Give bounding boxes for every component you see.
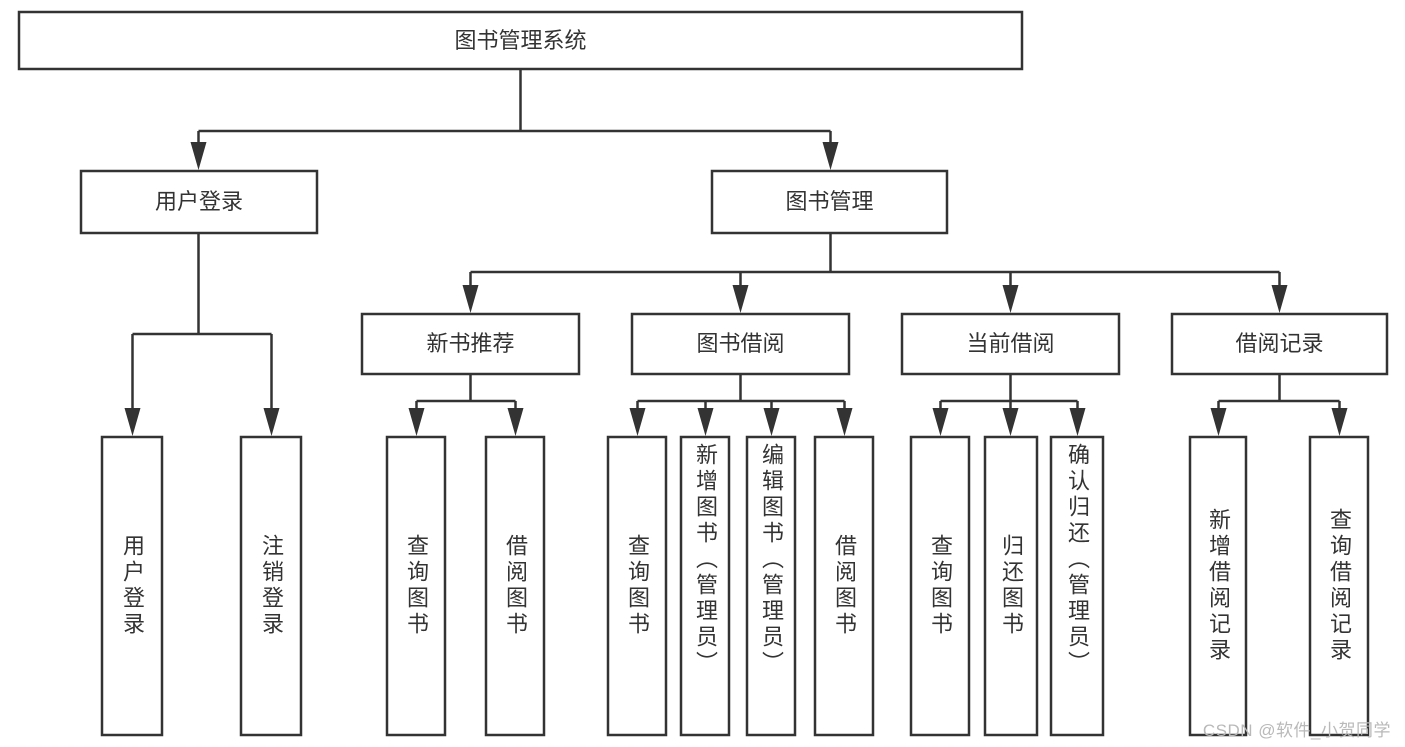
new-book-recommend-box[interactable]: [360, 312, 581, 376]
arrowhead-new-book-rec: [462, 285, 479, 313]
node-root[interactable]: 图书管理系统: [17, 10, 1024, 71]
connectors-book-borrow-to-leaves: [629, 374, 853, 436]
book-management-box[interactable]: [710, 169, 949, 235]
connectors-new-book-rec-to-leaves: [408, 374, 524, 436]
leaf-box-bb-add-book[interactable]: [679, 435, 731, 737]
current-borrow-label: 当前借阅: [966, 331, 1054, 356]
leaf-box-cb-return-book[interactable]: [983, 435, 1039, 737]
connectors-book-mgmt-to-level3: [462, 233, 1288, 313]
arrowhead-leaf-cb-confirm: [1069, 408, 1086, 436]
leaf-box-bb-query-book[interactable]: [606, 435, 668, 737]
arrowhead-leaf-bb-borrow: [836, 408, 853, 436]
arrowhead-current-borrow: [1002, 285, 1019, 313]
leaf-box-cb-query-book[interactable]: [909, 435, 971, 737]
leaf-box-cb-confirm-return[interactable]: [1049, 435, 1105, 737]
arrowhead-leaf-user-login: [124, 408, 141, 436]
node-new-book-recommend[interactable]: 新书推荐: [360, 312, 581, 376]
connectors-current-borrow-to-leaves: [932, 374, 1086, 436]
arrowhead-book-mgmt: [822, 142, 839, 170]
book-management-label: 图书管理: [785, 189, 873, 214]
book-borrow-box[interactable]: [630, 312, 851, 376]
arrowhead-user-login: [190, 142, 207, 170]
leaf-box-bb-edit-book[interactable]: [745, 435, 797, 737]
arrowhead-leaf-cb-return: [1002, 408, 1019, 436]
leaf-box-logout[interactable]: [239, 435, 303, 737]
arrowhead-leaf-logout: [263, 408, 280, 436]
leaf-box-br-query-record[interactable]: [1308, 435, 1370, 737]
connectors-user-login-to-leaves: [124, 233, 280, 436]
borrow-record-label: 借阅记录: [1235, 331, 1323, 356]
arrowhead-leaf-br-query: [1331, 408, 1348, 436]
node-current-borrow[interactable]: 当前借阅: [900, 312, 1121, 376]
leaf-box-nbr-query-book[interactable]: [385, 435, 447, 737]
leaf-box-nbr-borrow-book[interactable]: [484, 435, 546, 737]
node-book-management[interactable]: 图书管理: [710, 169, 949, 235]
connectors-borrow-record-to-leaves: [1210, 374, 1348, 436]
leaf-box-br-add-record[interactable]: [1188, 435, 1248, 737]
borrow-record-box[interactable]: [1170, 312, 1389, 376]
arrowhead-borrow-record: [1271, 285, 1288, 313]
root-label: 图书管理系统: [454, 28, 586, 53]
book-borrow-label: 图书借阅: [696, 331, 784, 356]
arrowhead-leaf-bb-edit: [763, 408, 780, 436]
leaf-box-bb-borrow-book[interactable]: [813, 435, 875, 737]
node-book-borrow[interactable]: 图书借阅: [630, 312, 851, 376]
user-login-label: 用户登录: [155, 189, 243, 214]
arrowhead-book-borrow: [732, 285, 749, 313]
leaf-boxes: [100, 435, 1370, 737]
node-borrow-record[interactable]: 借阅记录: [1170, 312, 1389, 376]
root-box[interactable]: [17, 10, 1024, 71]
arrowhead-leaf-cb-query: [932, 408, 949, 436]
user-login-box[interactable]: [79, 169, 319, 235]
connectors-root-to-level2: [190, 69, 839, 170]
current-borrow-box[interactable]: [900, 312, 1121, 376]
arrowhead-leaf-bb-add: [697, 408, 714, 436]
arrowhead-leaf-nbr-borrow: [507, 408, 524, 436]
node-user-login[interactable]: 用户登录: [79, 169, 319, 235]
new-book-recommend-label: 新书推荐: [426, 331, 514, 356]
arrowhead-leaf-bb-query: [629, 408, 646, 436]
csdn-watermark: CSDN @软件_小贺同学: [1202, 721, 1391, 740]
leaf-box-user-login[interactable]: [100, 435, 164, 737]
arrowhead-leaf-br-add: [1210, 408, 1227, 436]
arrowhead-leaf-nbr-query: [408, 408, 425, 436]
